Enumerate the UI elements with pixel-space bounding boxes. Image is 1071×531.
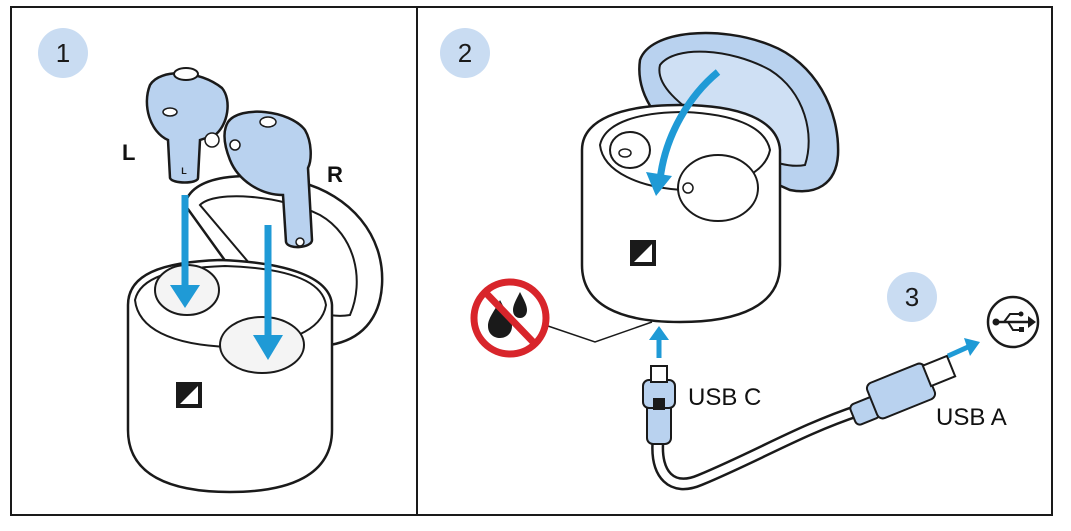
charging-case-closing-panel2	[580, 31, 840, 324]
plug-in-usb-a-arrow	[946, 338, 980, 359]
plug-in-usb-c-arrow	[649, 326, 669, 358]
usb-c-cable	[642, 365, 863, 491]
step-badge-2: 2	[440, 28, 490, 78]
step-badge-3: 3	[887, 272, 937, 322]
usb-a-plug	[849, 354, 957, 426]
insert-left-arrow	[170, 195, 200, 308]
close-lid-arrow	[646, 69, 721, 196]
right-earbud-label: R	[327, 162, 343, 187]
warning-leader-line	[544, 321, 653, 343]
left-earbud	[145, 67, 229, 184]
no-liquid-warning-icon	[470, 278, 550, 358]
left-earbud-mark: L	[181, 166, 187, 176]
insert-right-arrow	[253, 225, 283, 360]
instruction-frame	[10, 6, 1053, 516]
step-badge-1: 1	[38, 28, 88, 78]
usb-icon	[986, 295, 1040, 349]
charging-case-open-panel1	[126, 174, 384, 494]
usb-c-label: USB C	[688, 384, 762, 411]
left-earbud-label: L	[122, 140, 136, 165]
brand-logo-icon	[630, 240, 656, 266]
usb-a-label: USB A	[936, 404, 1007, 431]
brand-logo-icon	[176, 382, 202, 408]
right-earbud	[223, 110, 314, 249]
panel-divider	[416, 6, 418, 516]
